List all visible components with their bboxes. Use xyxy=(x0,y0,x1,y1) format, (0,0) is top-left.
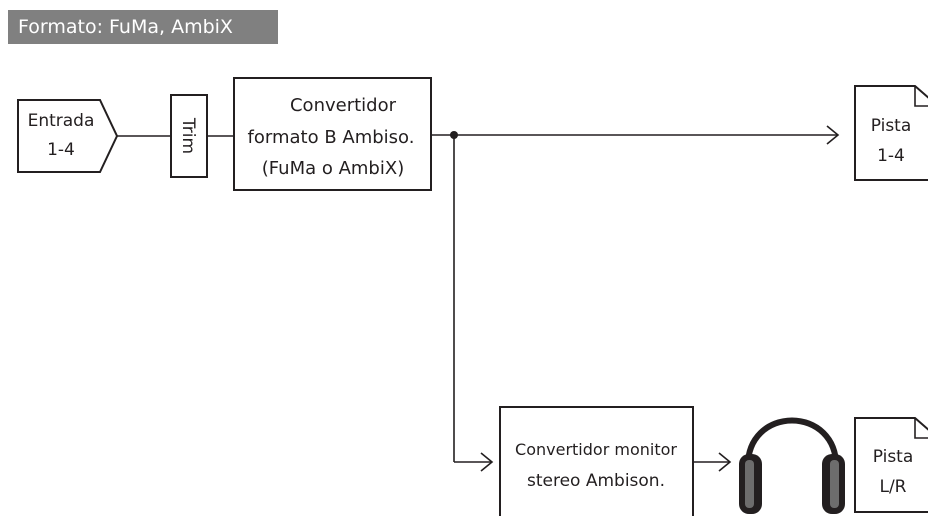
arrowhead-headphones xyxy=(718,452,732,472)
track-lr-node: Pista L/R xyxy=(854,417,928,513)
monitor-converter-line2: stereo Ambison. xyxy=(527,471,665,491)
track-lr-line1: Pista xyxy=(873,447,914,467)
trim-label: Trim xyxy=(178,117,198,154)
input-label-line2: 1-4 xyxy=(47,140,75,160)
input-label-line1: Entrada xyxy=(28,111,95,131)
trim-node: Trim xyxy=(170,94,208,178)
track-1-4-line1: Pista xyxy=(871,116,912,136)
converter-b-line1: Convertidor xyxy=(290,95,397,116)
arrowhead-track-1-4 xyxy=(826,125,840,145)
input-node: Entrada 1-4 xyxy=(17,99,119,173)
track-lr-line2: L/R xyxy=(879,477,906,497)
track-1-4-line2: 1-4 xyxy=(877,146,905,166)
converter-b-line2: formato B Ambiso. xyxy=(248,127,415,148)
diagram-title: Formato: FuMa, AmbiX xyxy=(8,10,278,44)
monitor-converter-line1: Convertidor monitor xyxy=(515,440,677,459)
converter-b-line3: (FuMa o AmbiX) xyxy=(262,158,404,179)
headphones-icon xyxy=(739,417,845,514)
converter-b-node: Convertidor formato B Ambiso. (FuMa o Am… xyxy=(233,77,432,191)
track-1-4-node: Pista 1-4 xyxy=(854,85,928,181)
arrowhead-monitor xyxy=(480,452,494,472)
monitor-converter-node: Convertidor monitor stereo Ambison. xyxy=(499,406,694,516)
